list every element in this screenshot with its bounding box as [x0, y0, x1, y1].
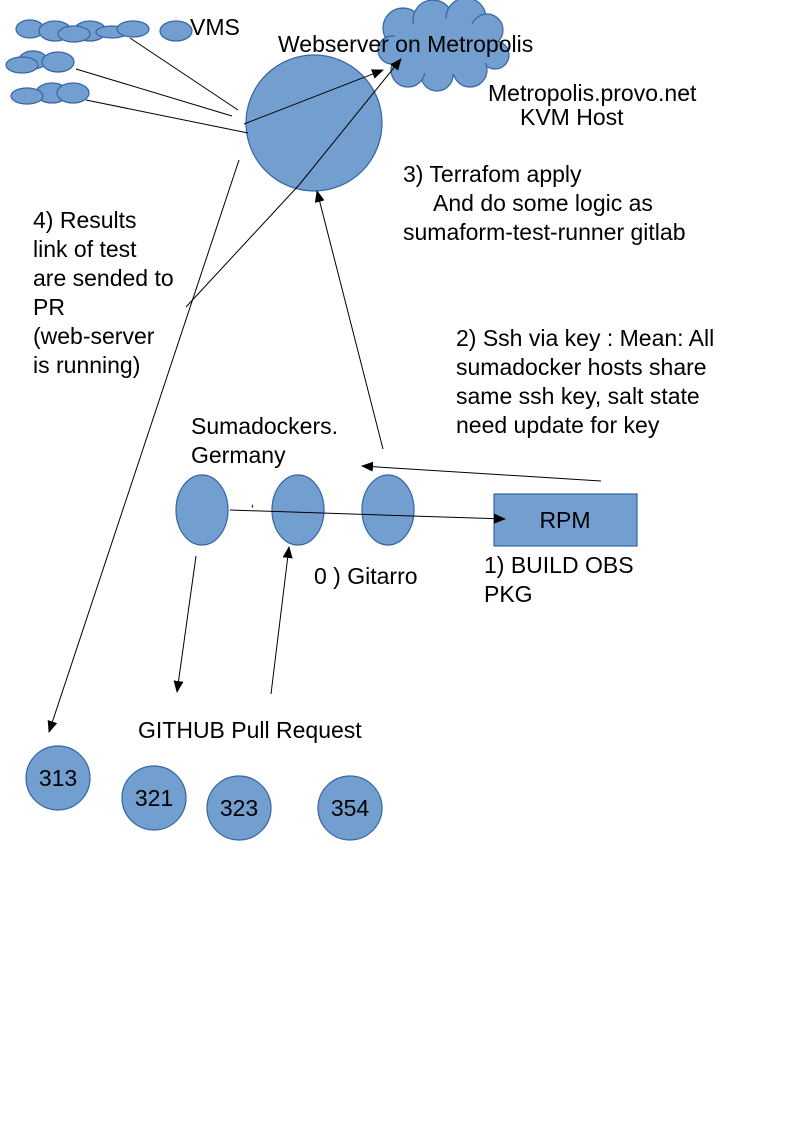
vms-label: VMS	[190, 14, 240, 40]
vm-cluster-icon	[15, 19, 193, 43]
build-line: 1) BUILD OBS	[484, 552, 634, 578]
pr-number: 323	[220, 795, 258, 821]
rpm-label: RPM	[539, 507, 590, 533]
kvm-host-label: Metropolis.provo.net KVM Host	[488, 80, 703, 130]
webserver-node	[245, 54, 383, 192]
vm-link-line	[75, 68, 233, 117]
terraform-line: 3) Terrafom apply	[403, 161, 582, 187]
build-label: 1) BUILD OBS PKG	[484, 552, 640, 607]
results-line: 4) Results	[33, 207, 137, 233]
pr-number: 321	[135, 785, 173, 811]
results-line: link of test	[33, 236, 137, 262]
rpm-to-sumadocker-arrow	[361, 461, 602, 482]
sumadocker-to-pr-arrow	[173, 555, 197, 693]
webserver-to-cloud-arrow	[243, 69, 384, 125]
gitarro-label: 0 ) Gitarro	[314, 563, 418, 589]
results-line: (web-server	[33, 323, 155, 349]
ssh-line: sumadocker hosts share	[456, 354, 707, 380]
build-line: PKG	[484, 581, 533, 607]
sumadockers-line: Germany	[191, 442, 286, 468]
pr-node	[206, 775, 272, 841]
sumadockers-label: Sumadockers. Germany	[191, 413, 344, 468]
pr-number: 354	[331, 795, 370, 821]
results-to-cloud-arrow	[298, 58, 402, 186]
terraform-line: And do some logic as	[433, 190, 653, 216]
sumadocker-to-rpm-arrow	[229, 509, 506, 524]
pr-node	[25, 745, 91, 811]
terraform-label: 3) Terrafom apply And do some logic as s…	[403, 161, 686, 245]
webserver-label: Webserver on Metropolis	[278, 31, 533, 57]
vm-link-line	[129, 37, 239, 111]
results-line: PR	[33, 294, 65, 320]
stray-mark: ‘	[251, 501, 254, 517]
sumadocker-node	[175, 474, 229, 546]
github-pr-label: GITHUB Pull Request	[138, 717, 362, 743]
ssh-line: same ssh key, salt state	[456, 383, 700, 409]
sumadockers-line: Sumadockers.	[191, 413, 338, 439]
ssh-line: 2) Ssh via key : Mean: All	[456, 325, 714, 351]
ssh-to-webserver-arrow	[314, 190, 384, 450]
terraform-line: sumaform-test-runner gitlab	[403, 219, 686, 245]
rpm-box	[493, 493, 638, 547]
results-line: are sended to	[33, 265, 174, 291]
ssh-line: need update for key	[456, 412, 660, 438]
results-label: 4) Results link of test are sended to PR…	[33, 207, 180, 378]
pr-node	[121, 765, 187, 831]
vm-cluster-icon	[5, 50, 75, 74]
sumadocker-node	[271, 474, 325, 546]
results-link-line	[185, 184, 300, 308]
kvm-host-line: KVM Host	[520, 104, 624, 130]
pr-node	[317, 775, 383, 841]
results-line: is running)	[33, 352, 140, 378]
sumadocker-node	[361, 474, 415, 546]
pr-to-sumadocker-arrow	[270, 546, 293, 695]
pr-number: 313	[39, 765, 77, 791]
vm-link-line	[85, 99, 249, 134]
ssh-label: 2) Ssh via key : Mean: All sumadocker ho…	[456, 325, 721, 438]
vm-cluster-icon	[10, 82, 90, 105]
webserver-to-pr-arrow	[47, 159, 240, 733]
kvm-host-line: Metropolis.provo.net	[488, 80, 697, 106]
